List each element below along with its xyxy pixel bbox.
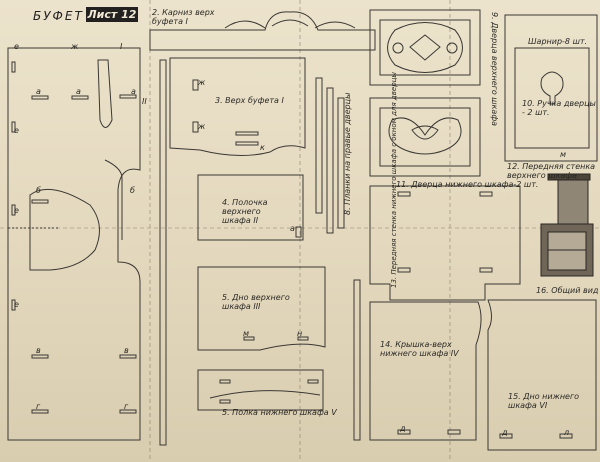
part-upper-bottom	[197, 266, 326, 351]
part-lower-shelf	[197, 369, 324, 411]
mark-m: м	[243, 329, 250, 338]
mark-a-left: а	[36, 87, 41, 96]
part-upper-door	[369, 9, 481, 86]
part-lower-lid	[369, 301, 482, 441]
label-part-11: 11. Дверца нижнего шкафа-2 шт.	[396, 180, 539, 189]
label-part-14: 14. Крышка-верх нижнего шкафа IV	[380, 340, 459, 358]
label-part-3: 3. Верх буфета I	[215, 96, 284, 105]
label-part-13: 13. Передняя стенка нижнего шкафа с окно…	[390, 72, 398, 288]
part-side-wall-outline	[7, 47, 141, 441]
mark-d-bottom: д	[502, 428, 508, 437]
mark-m-right: м	[560, 150, 567, 159]
mark-b-left: б	[36, 186, 41, 195]
label-part-8: 8. Планки на правые дверцы	[343, 92, 352, 215]
mark-e-top: е	[14, 42, 19, 51]
part-cornice	[149, 11, 376, 51]
mark-l-bottom: л	[564, 428, 570, 437]
sheet-badge: Лист 12	[86, 7, 138, 22]
mark-e-lower: е	[14, 300, 19, 309]
part-lower-front-wall	[369, 185, 521, 301]
part-strips	[159, 59, 361, 446]
mark-zh-top-cab-2: ж	[198, 122, 206, 131]
mark-zh-top: ж	[71, 42, 79, 51]
part-lower-door	[369, 97, 481, 177]
label-part-2: 2. Карниз верх буфета I	[152, 8, 215, 26]
label-part-4: 4. Полочка верхнего шкафа II	[222, 198, 268, 225]
part-upper-front-wall	[504, 14, 598, 162]
mark-d-lid: д	[400, 424, 406, 433]
label-part-6: 5. Полка нижнего шкафа V	[222, 408, 337, 417]
mark-roman-2: II	[142, 97, 147, 106]
mark-a-shelf: а	[290, 224, 295, 233]
mark-e-mid: е	[14, 126, 19, 135]
mark-n: н	[297, 329, 303, 338]
mark-k: к	[260, 143, 265, 152]
general-view-sideboard	[540, 173, 594, 277]
part-lower-bottom	[487, 299, 597, 451]
label-part-10: 10. Ручка дверцы - 2 шт.	[522, 99, 596, 117]
part-upper-shelf	[197, 174, 304, 241]
mark-v-left: в	[36, 346, 41, 355]
mark-g-left: г	[36, 402, 41, 411]
mark-e-low: е	[14, 206, 19, 215]
mark-a-left-2: а	[76, 87, 81, 96]
mark-b-right: б	[130, 186, 135, 195]
mark-v-right: в	[124, 346, 129, 355]
label-hinge: Шарнир-8 шт.	[528, 37, 588, 46]
label-part-12: 12. Передняя стенка верхнего шкафа	[507, 162, 596, 180]
mark-a-right: а	[131, 87, 136, 96]
label-part-9: 9. Дверца верхнего шкафа	[490, 12, 499, 127]
mark-g-right: г	[124, 402, 129, 411]
part-top-of-cabinet	[169, 57, 306, 157]
mark-roman-1: I	[120, 42, 123, 51]
label-part-15: 15. Дно нижнего шкафа VI	[508, 392, 580, 410]
sheet-title: БУФЕТ	[33, 9, 84, 23]
label-part-5: 5. Дно верхнего шкафа III	[222, 293, 290, 311]
mark-zh-top-cab: ж	[198, 78, 206, 87]
label-part-16: 16. Общий вид	[536, 286, 599, 295]
